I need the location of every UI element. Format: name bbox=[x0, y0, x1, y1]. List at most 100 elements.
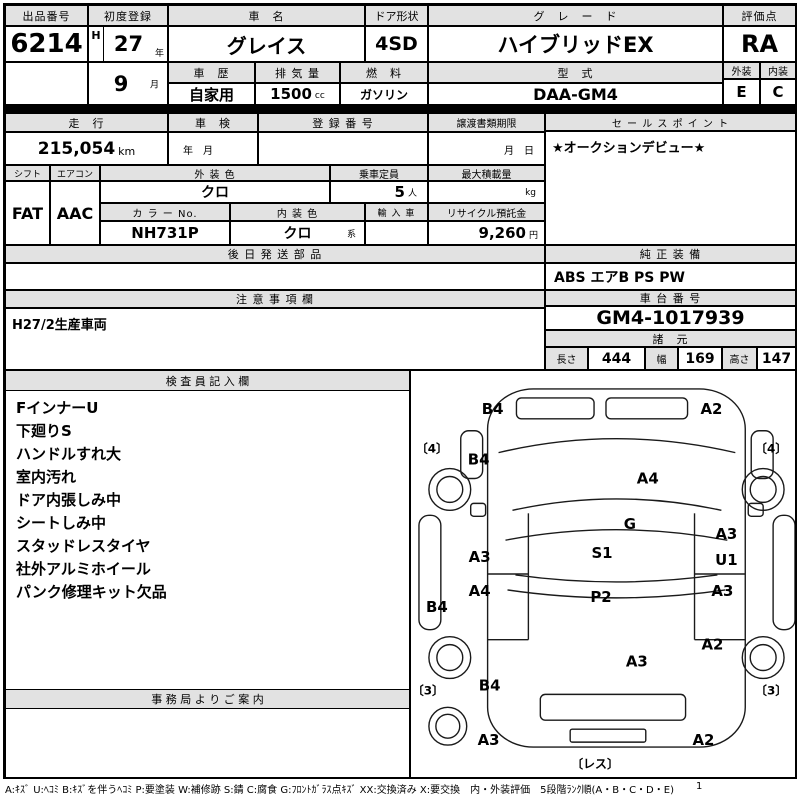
era-letter: H bbox=[89, 27, 104, 61]
inspector-note: スタッドレスタイヤ bbox=[16, 537, 151, 555]
genuine-equipment: ABS エアB PS PW bbox=[545, 263, 796, 290]
aircon: AAC bbox=[50, 181, 100, 245]
damage-label: U1 bbox=[715, 551, 737, 569]
legend-text: A:ｷｽﾞ U:ﾍｺﾐ B:ｷｽﾞを伴うﾍｺﾐ P:要塗装 W:補修跡 S:錆 … bbox=[5, 785, 674, 796]
damage-label: A3 bbox=[711, 582, 733, 600]
exhibit-number: 6214 bbox=[5, 26, 88, 62]
max-load: kg bbox=[428, 181, 545, 203]
door-shape: 4SD bbox=[365, 26, 428, 62]
car-outline bbox=[418, 388, 795, 748]
history-header: 車 歴 bbox=[168, 62, 255, 83]
recycle-deposit-header: リサイクル預託金 bbox=[428, 203, 545, 221]
registration-number bbox=[258, 132, 428, 165]
interior-color-header: 内 装 色 bbox=[230, 203, 365, 221]
displacement-unit: cc bbox=[314, 91, 325, 101]
registration-number-header: 登 録 番 号 bbox=[258, 113, 428, 132]
displacement: 1500 cc bbox=[255, 83, 340, 105]
inspection-header: 車 検 bbox=[168, 113, 258, 132]
inspector-note: パンク修理キット欠品 bbox=[16, 583, 167, 601]
year-unit-label: 年 bbox=[154, 49, 164, 59]
damage-label: A4 bbox=[637, 469, 659, 487]
spec-width-label: 幅 bbox=[645, 347, 678, 370]
damage-label: A3 bbox=[626, 653, 648, 671]
car-name: グレイス bbox=[168, 26, 365, 62]
spec-header: 諸 元 bbox=[545, 330, 796, 347]
caution-header: 注 意 事 項 欄 bbox=[5, 290, 545, 308]
damage-label: A3 bbox=[469, 548, 491, 566]
damage-label: G bbox=[624, 515, 636, 533]
shift-header: シフト bbox=[5, 165, 50, 181]
car-name-header: 車 名 bbox=[168, 5, 365, 26]
damage-label: 〔4〕 bbox=[416, 442, 448, 456]
history: 自家用 bbox=[168, 83, 255, 105]
legend: A:ｷｽﾞ U:ﾍｺﾐ B:ｷｽﾞを伴うﾍｺﾐ P:要塗装 W:補修跡 S:錆 … bbox=[5, 781, 796, 796]
max-load-unit: kg bbox=[525, 188, 536, 198]
inspector-header: 検 査 員 記 入 欄 bbox=[6, 371, 409, 391]
separator-bar bbox=[5, 105, 796, 113]
mileage-unit: km bbox=[118, 145, 136, 158]
damage-label: A2 bbox=[701, 636, 723, 654]
sales-point: ★オークションデビュー★ bbox=[545, 131, 796, 245]
spec-length: 444 bbox=[588, 347, 645, 370]
model-code: DAA-GM4 bbox=[428, 83, 723, 105]
grade: ハイブリッドEX bbox=[428, 26, 723, 62]
recycle-deposit-value: 9,260 bbox=[478, 224, 526, 242]
transfer-deadline: 月 日 bbox=[428, 132, 545, 165]
inspection-expiry: 年 月 bbox=[168, 132, 258, 165]
damage-label: B4 bbox=[426, 598, 448, 616]
recycle-deposit: 9,260 円 bbox=[428, 221, 545, 245]
spec-length-label: 長さ bbox=[545, 347, 588, 370]
interior-color-unit: 系 bbox=[346, 230, 356, 240]
damage-label: S1 bbox=[591, 544, 612, 562]
recycle-deposit-unit: 円 bbox=[528, 231, 538, 241]
later-parts bbox=[5, 263, 545, 290]
inspection-hint: 年 月 bbox=[183, 146, 213, 157]
fuel: ガソリン bbox=[340, 83, 428, 105]
score-header: 評価点 bbox=[723, 5, 796, 26]
later-parts-header: 後 日 発 送 部 品 bbox=[5, 245, 545, 263]
inspector-note: シートしみ中 bbox=[16, 514, 107, 532]
damage-label: A3 bbox=[478, 731, 500, 749]
capacity-header: 乗車定員 bbox=[330, 165, 428, 181]
first-registration-month-value: 9 bbox=[113, 71, 129, 96]
damage-label: B4 bbox=[468, 451, 490, 469]
exterior-score: E bbox=[723, 79, 760, 105]
sales-point-header: セ ー ル ス ポ イ ン ト bbox=[545, 113, 796, 131]
damage-label: 〔3〕 bbox=[412, 683, 444, 697]
displacement-header: 排 気 量 bbox=[255, 62, 340, 83]
chassis-number: GM4-1017939 bbox=[545, 306, 796, 330]
first-registration-month: 9 月 bbox=[88, 62, 168, 105]
door-shape-header: ドア形状 bbox=[365, 5, 428, 26]
damage-label: 〔4〕 bbox=[755, 442, 787, 456]
spec-width: 169 bbox=[678, 347, 722, 370]
color-no-header: カ ラ ー No. bbox=[100, 203, 230, 221]
import-flag bbox=[365, 221, 428, 245]
inspector-note: ドア内張しみ中 bbox=[16, 491, 122, 509]
capacity-value: 5 bbox=[394, 183, 405, 201]
first-registration-year-value: 27 bbox=[113, 32, 144, 56]
damage-label: 〔レス〕 bbox=[571, 757, 619, 771]
fuel-header: 燃 料 bbox=[340, 62, 428, 83]
damage-label: B4 bbox=[482, 400, 504, 418]
model-code-header: 型 式 bbox=[428, 62, 723, 83]
inspector-note: FインナーU bbox=[16, 399, 99, 417]
import-header: 輸 入 車 bbox=[365, 203, 428, 221]
first-registration-year: H 27 年 bbox=[88, 26, 168, 62]
aircon-header: エアコン bbox=[50, 165, 100, 181]
inspector-note: 社外アルミホイール bbox=[16, 560, 151, 578]
spec-height: 147 bbox=[757, 347, 796, 370]
damage-label: 〔3〕 bbox=[755, 683, 787, 697]
max-load-header: 最大積載量 bbox=[428, 165, 545, 181]
transfer-hint: 月 日 bbox=[504, 146, 534, 157]
displacement-value: 1500 bbox=[270, 85, 312, 103]
interior-score: C bbox=[760, 79, 796, 105]
month-unit-label: 月 bbox=[149, 80, 159, 90]
interior-score-header: 内装 bbox=[760, 62, 796, 79]
exterior-color-header: 外 装 色 bbox=[100, 165, 330, 181]
first-registration-header: 初度登録 bbox=[88, 5, 168, 26]
